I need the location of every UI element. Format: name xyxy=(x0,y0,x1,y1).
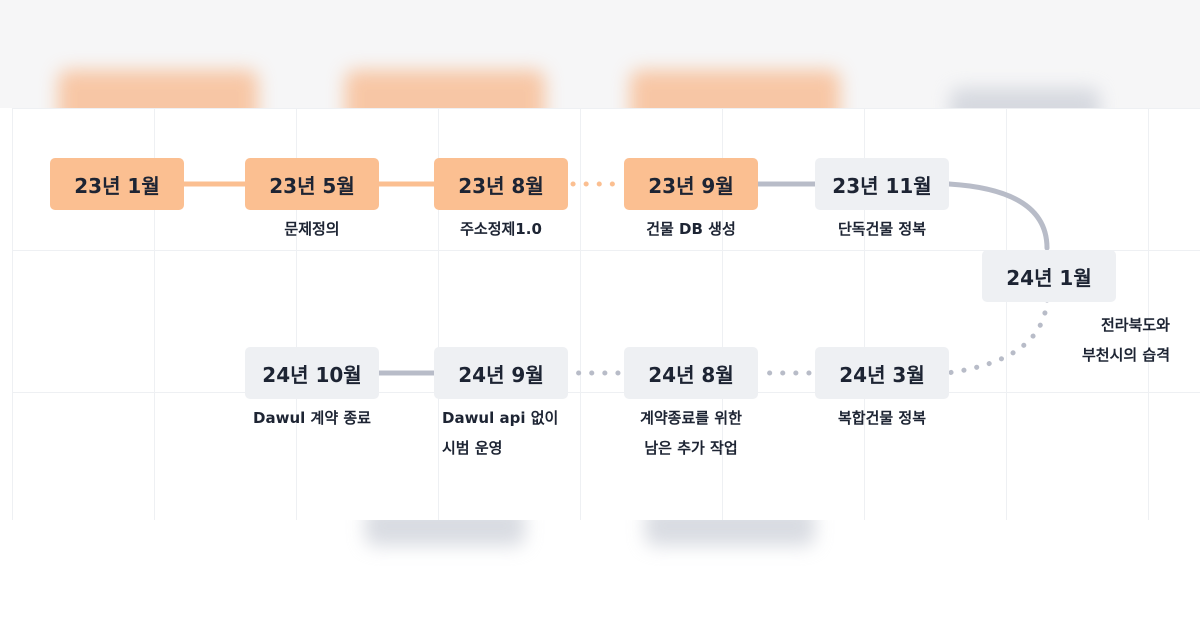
caption-line: Dawul 계약 종료 xyxy=(253,409,371,427)
timeline-node-23-01: 23년 1월 xyxy=(50,158,184,210)
caption-line: 전라북도와 xyxy=(1100,316,1170,334)
timeline-node-23-05: 23년 5월 xyxy=(245,158,379,210)
blurred-node xyxy=(950,88,1100,108)
blurred-background-bottom xyxy=(0,520,1200,628)
blurred-node xyxy=(630,70,840,108)
timeline-caption-23-08: 주소정제1.0 xyxy=(434,214,568,244)
connector-5-6 xyxy=(946,181,1050,251)
timeline-canvas xyxy=(12,108,1200,520)
timeline-node-24-08: 24년 8월 xyxy=(624,347,758,399)
caption-line: 시범 운영 xyxy=(442,439,503,457)
timeline-node-23-08: 23년 8월 xyxy=(434,158,568,210)
blurred-node xyxy=(365,520,525,546)
timeline-node-23-11: 23년 11월 xyxy=(815,158,949,210)
blurred-node xyxy=(58,70,258,108)
caption-line: 문제정의 xyxy=(284,220,340,238)
timeline-node-24-09: 24년 9월 xyxy=(434,347,568,399)
timeline-caption-24-08: 계약종료를 위한 남은 추가 작업 xyxy=(609,403,773,463)
timeline-caption-23-09: 건물 DB 생성 xyxy=(624,214,758,244)
connector-6-7 xyxy=(944,297,1050,376)
caption-line: Dawul api 없이 xyxy=(442,409,559,427)
timeline-caption-24-10: Dawul 계약 종료 xyxy=(232,403,392,433)
timeline-node-24-10: 24년 10월 xyxy=(245,347,379,399)
caption-line: 단독건물 정복 xyxy=(837,220,927,238)
timeline-node-23-09: 23년 9월 xyxy=(624,158,758,210)
caption-line: 남은 추가 작업 xyxy=(644,439,738,457)
timeline-caption-23-05: 문제정의 xyxy=(245,214,379,244)
timeline-caption-24-03: 복합건물 정복 xyxy=(815,403,949,433)
caption-line: 복합건물 정복 xyxy=(837,409,927,427)
caption-line: 주소정제1.0 xyxy=(460,220,542,238)
timeline-node-24-03: 24년 3월 xyxy=(815,347,949,399)
caption-line: 건물 DB 생성 xyxy=(646,220,736,238)
timeline-caption-24-09: Dawul api 없이 시범 운영 xyxy=(442,403,582,463)
timeline-node-24-01: 24년 1월 xyxy=(982,250,1116,302)
blurred-node xyxy=(345,70,545,108)
blurred-node xyxy=(645,520,815,546)
timeline-caption-23-11: 단독건물 정복 xyxy=(815,214,949,244)
caption-line: 계약종료를 위한 xyxy=(640,409,742,427)
blurred-background-top xyxy=(0,0,1200,108)
timeline-caption-24-01: 전라북도와 부천시의 습격 xyxy=(1030,310,1170,370)
caption-line: 부천시의 습격 xyxy=(1081,346,1170,364)
